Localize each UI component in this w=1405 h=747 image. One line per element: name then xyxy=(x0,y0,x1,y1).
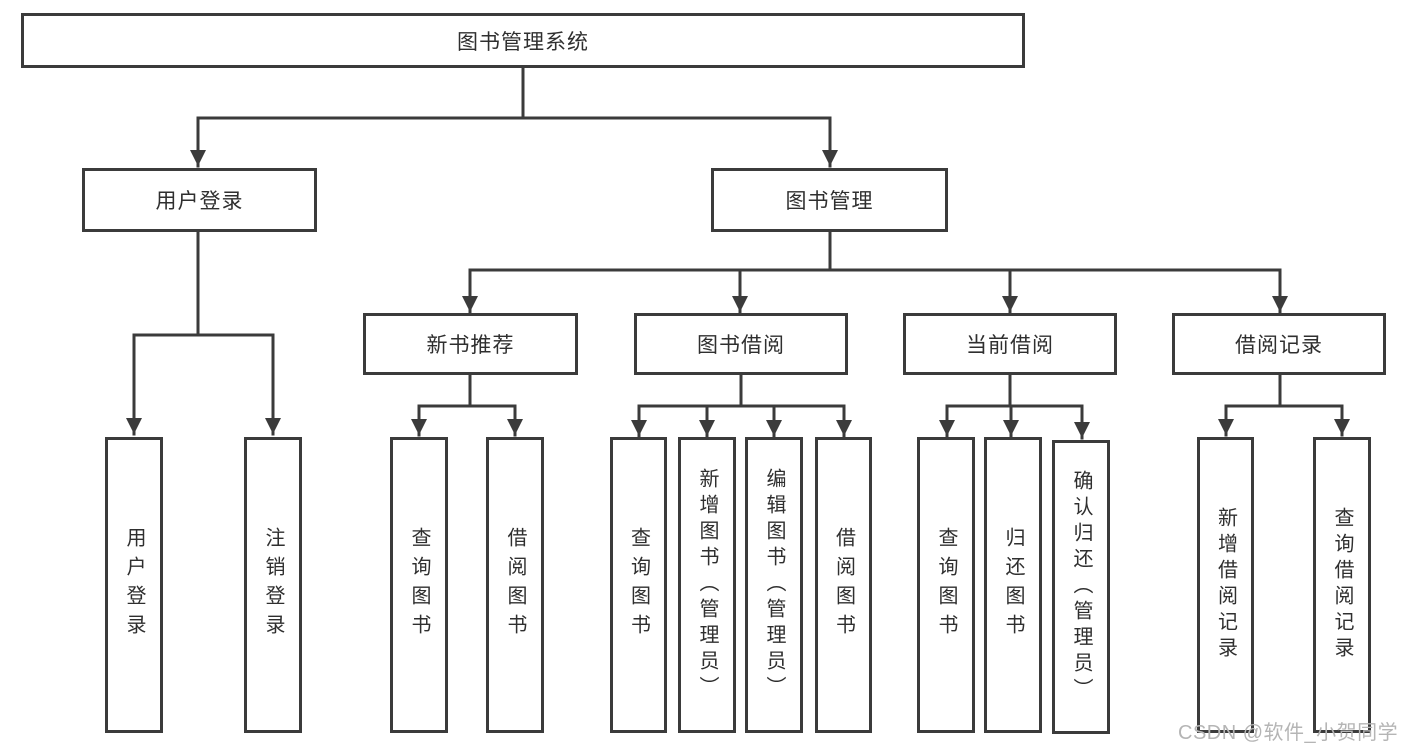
node-book-management: 图书管理 xyxy=(711,168,948,232)
node-label: 图书管理 xyxy=(785,190,874,213)
node-user-login: 用户登录 xyxy=(82,168,317,232)
node-new-book-recommend: 新书推荐 xyxy=(363,313,578,375)
node-label: 确认归还（管理员） xyxy=(1070,470,1092,704)
node-label: 归还图书 xyxy=(1002,527,1024,643)
node-label: 当前借阅 xyxy=(966,334,1054,357)
node-label: 用户登录 xyxy=(155,190,244,213)
node-label: 借阅图书 xyxy=(832,527,855,643)
connector-borrow-records-trunk xyxy=(1224,373,1344,408)
leaf-query-books-recommend: 查询图书 xyxy=(390,437,448,733)
connector-book-management-trunk xyxy=(468,230,1282,272)
node-label: 用户登录 xyxy=(123,527,145,643)
node-current-borrow: 当前借阅 xyxy=(903,313,1117,375)
leaf-query-books-current: 查询图书 xyxy=(917,437,975,733)
leaf-edit-books-admin: 编辑图书（管理员） xyxy=(745,437,803,733)
leaf-borrow-books: 借阅图书 xyxy=(815,437,872,733)
leaf-borrow-books-recommend: 借阅图书 xyxy=(486,437,544,733)
connector-new-book-trunk xyxy=(417,373,517,408)
node-label: 新增图书（管理员） xyxy=(696,468,718,702)
node-book-borrow: 图书借阅 xyxy=(634,313,848,375)
connector-current-borrow-trunk xyxy=(945,373,1084,408)
node-label: 图书借阅 xyxy=(697,334,785,357)
connector-root-trunk xyxy=(196,66,832,120)
node-label: 借阅图书 xyxy=(504,527,526,643)
node-label: 查询借阅记录 xyxy=(1331,507,1353,663)
leaf-user-login: 用户登录 xyxy=(105,437,163,733)
leaf-logout: 注销登录 xyxy=(244,437,302,733)
node-label: 新增借阅记录 xyxy=(1214,507,1237,663)
leaf-query-books-borrow: 查询图书 xyxy=(610,437,667,733)
node-label: 图书管理系统 xyxy=(457,30,589,54)
node-label: 注销登录 xyxy=(262,527,284,643)
node-root-library-system: 图书管理系统 xyxy=(21,13,1025,68)
node-borrow-records: 借阅记录 xyxy=(1172,313,1386,375)
csdn-watermark: CSDN @软件_小贺同学 xyxy=(1178,722,1399,744)
leaf-add-books-admin: 新增图书（管理员） xyxy=(678,437,736,733)
node-label: 查询图书 xyxy=(408,527,430,643)
node-label: 查询图书 xyxy=(935,527,957,643)
connector-user-login-trunk xyxy=(132,230,275,337)
connector-book-borrow-trunk xyxy=(637,373,846,408)
node-label: 查询图书 xyxy=(627,527,650,643)
node-label: 编辑图书（管理员） xyxy=(763,468,785,702)
leaf-return-books: 归还图书 xyxy=(984,437,1042,733)
node-label: 借阅记录 xyxy=(1235,334,1323,357)
leaf-confirm-return-admin: 确认归还（管理员） xyxy=(1052,440,1110,734)
leaf-query-borrow-record: 查询借阅记录 xyxy=(1313,437,1371,733)
leaf-add-borrow-record: 新增借阅记录 xyxy=(1197,437,1254,733)
node-label: 新书推荐 xyxy=(426,334,515,357)
